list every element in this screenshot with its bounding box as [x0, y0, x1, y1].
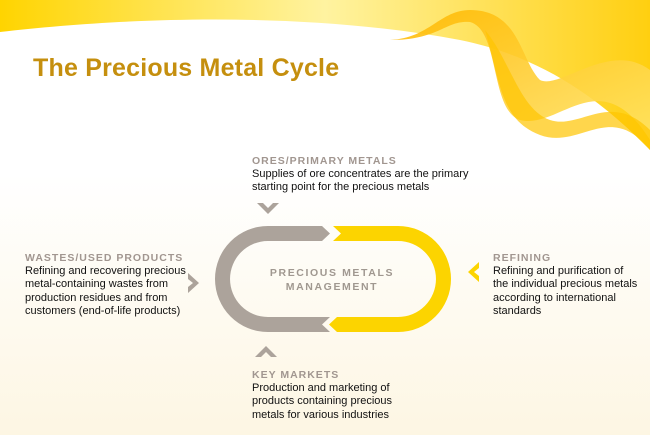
text-line: production residues and from [25, 291, 168, 304]
text-line: the individual precious metals [493, 278, 638, 291]
text-line: Refining and recovering precious [25, 265, 186, 277]
text-line: according to international [493, 291, 616, 304]
wastes-label: WASTES/USED PRODUCTS [25, 252, 184, 264]
center-line-2: MANAGEMENT [285, 281, 379, 293]
chevron-down-icon [257, 203, 279, 214]
chevron-right-icon [188, 273, 199, 293]
center-label: PRECIOUS METALS MANAGEMENT [262, 266, 402, 294]
refining-label: REFINING [493, 252, 552, 264]
text-line: standards [493, 304, 542, 317]
text-line: starting point for the precious metals [252, 181, 430, 194]
ores-label: ORES/PRIMARY METALS [252, 155, 397, 167]
yellow-loop-half [329, 226, 451, 332]
text-line: Refining and purification of [493, 265, 624, 277]
page-title: The Precious Metal Cycle [33, 54, 340, 82]
ores-text: Supplies of ore concentrates are the pri… [252, 168, 468, 195]
text-line: products containing precious [252, 395, 393, 408]
center-line-1: PRECIOUS METALS [269, 267, 395, 279]
text-line: Production and marketing of [252, 382, 390, 394]
text-line: Supplies of ore concentrates are the pri… [252, 168, 469, 180]
text-line: customers (end-of-life products) [25, 304, 181, 317]
chevron-up-icon [255, 346, 277, 357]
chevron-left-icon [468, 262, 479, 282]
text-line: metals for various industries [252, 408, 389, 421]
text-line: metal-containing wastes from [25, 278, 169, 291]
markets-label: KEY MARKETS [252, 369, 340, 381]
gray-loop-half [215, 226, 330, 332]
